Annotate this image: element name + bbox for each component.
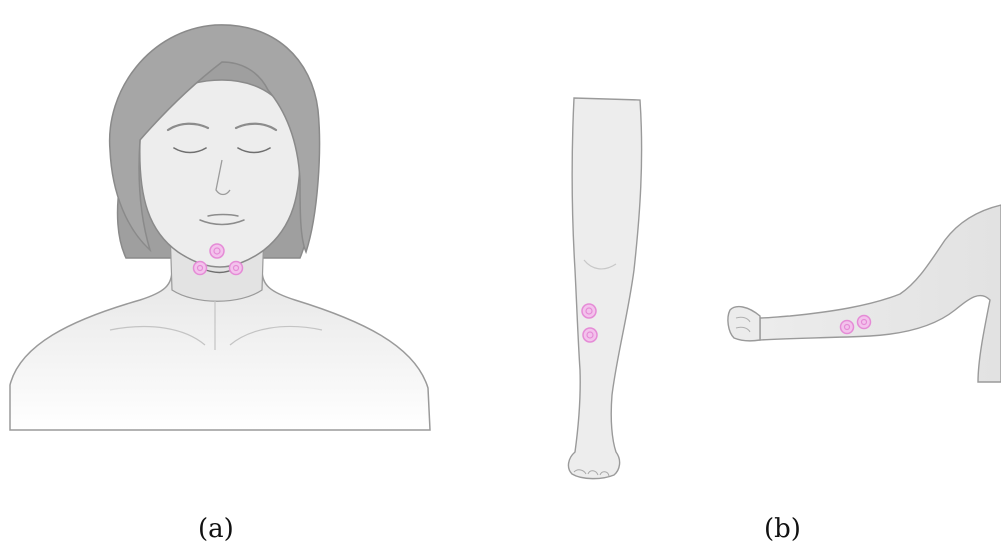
electrode-arm-left: [841, 321, 854, 334]
panel-a-head-and-shoulders: [10, 25, 430, 430]
electrode-chin: [210, 244, 224, 258]
panel-b-arm: [728, 205, 1001, 382]
illustration-canvas: [0, 0, 1001, 540]
fist: [728, 307, 760, 341]
panel-b-leg: [568, 98, 641, 479]
electrode-leg-lower: [583, 328, 597, 342]
caption-b: (b): [764, 514, 801, 544]
electrode-leg-upper: [582, 304, 596, 318]
electrode-arm-right: [858, 316, 871, 329]
electrode-neck-right: [230, 262, 243, 275]
leg: [568, 98, 641, 479]
electrode-neck-left: [194, 262, 207, 275]
arm: [760, 205, 1001, 382]
caption-a: (a): [198, 514, 234, 544]
